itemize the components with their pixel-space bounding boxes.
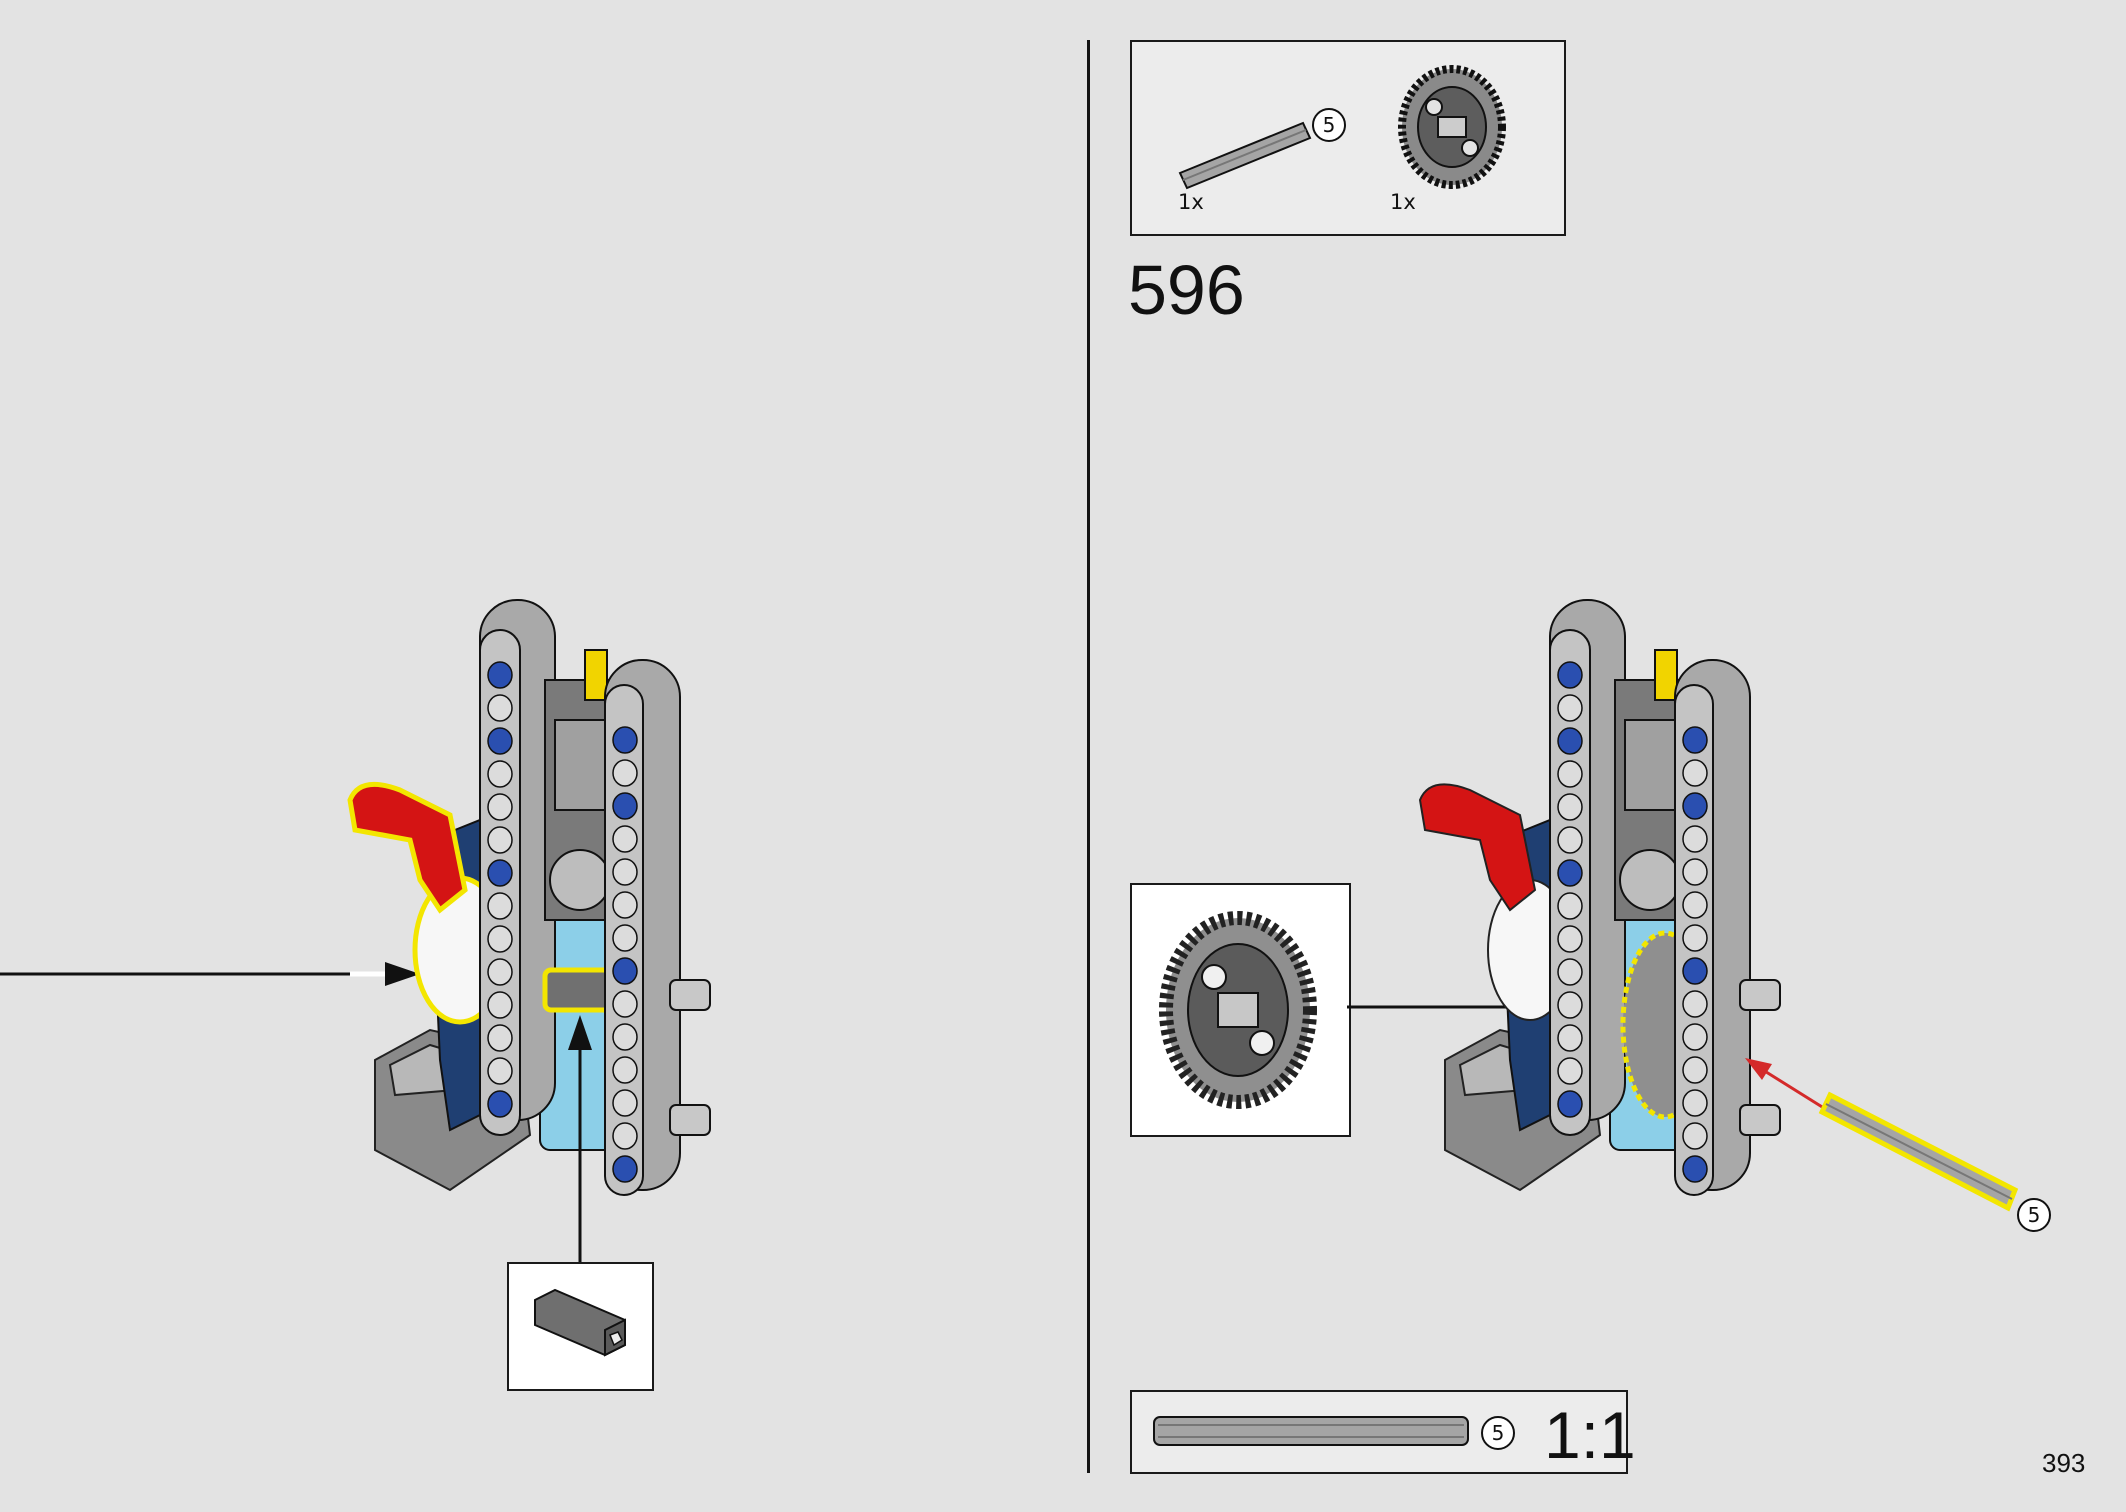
scale-label: 1:1 — [1544, 1398, 1636, 1472]
axle-insertion-arrow — [1745, 1058, 2019, 1212]
scale-ruler-axle — [1153, 1416, 1469, 1446]
bush-part-icon — [534, 1288, 626, 1357]
ruler-length-badge: 5 — [1481, 1416, 1515, 1450]
page-divider — [1087, 40, 1090, 1473]
axle-qty: 1x — [1178, 190, 1204, 214]
pointer-arrow-left — [0, 962, 420, 986]
gear-part-icon — [1398, 65, 1506, 189]
insert-axle-length-badge: 5 — [2017, 1198, 2051, 1232]
step-number: 596 — [1128, 251, 1245, 329]
gear-qty: 1x — [1390, 190, 1416, 214]
right-assembly-model — [1418, 599, 1781, 1196]
bush-pointer-arrow — [568, 1015, 592, 1265]
axle-part-icon — [1178, 121, 1312, 190]
gear-callout-icon — [1159, 911, 1317, 1109]
axle-length-badge: 5 — [1312, 108, 1346, 142]
left-assembly-model — [347, 599, 711, 1196]
page-number: 393 — [2042, 1448, 2086, 1478]
